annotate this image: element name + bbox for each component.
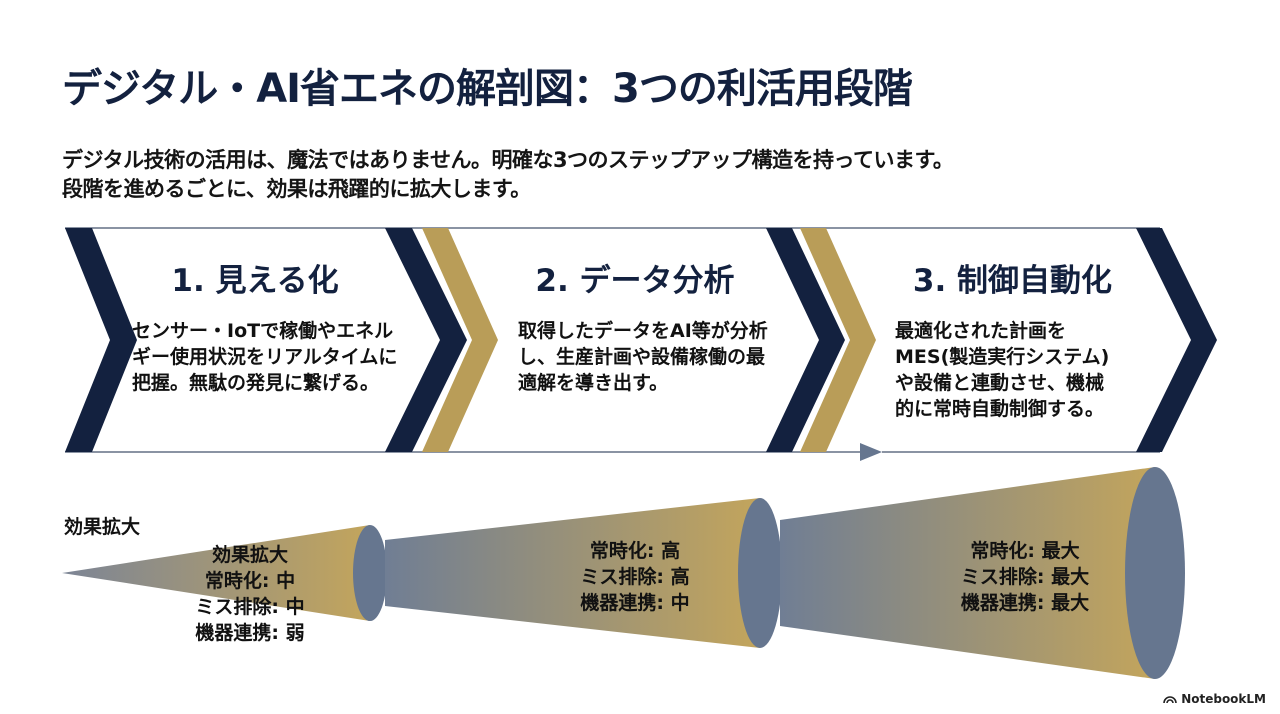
cone-3-line: 機器連携: 最大 bbox=[960, 592, 1090, 614]
cone-1-end bbox=[353, 525, 387, 621]
cone-2-line: ミス排除: 高 bbox=[580, 566, 690, 588]
chevron-1-left-band bbox=[65, 228, 137, 452]
cone-3-label: 常時化: 最大 ミス排除: 最大 機器連携: 最大 bbox=[935, 538, 1115, 616]
cone-1 bbox=[62, 525, 370, 621]
arrow-head-icon bbox=[860, 443, 882, 461]
step-3-title: 3. 制御自動化 bbox=[912, 263, 1113, 299]
chevron-3-right-band bbox=[1136, 228, 1217, 452]
step-2-body: 取得したデータをAI等が分析し、生産計画や設備稼働の最適解を導き出す。 bbox=[518, 320, 768, 394]
cone-1-line: 機器連携: 弱 bbox=[195, 622, 305, 644]
cone-1-label: 効果拡大 常時化: 中 ミス排除: 中 機器連携: 弱 bbox=[170, 542, 330, 646]
step-2-title: 2. データ分析 bbox=[535, 263, 735, 299]
cone-1-line: 効果拡大 bbox=[211, 544, 288, 566]
notebooklm-logo-icon bbox=[1163, 696, 1177, 704]
cone-3-line: ミス排除: 最大 bbox=[960, 566, 1090, 588]
chevron-2-left-band bbox=[422, 228, 498, 452]
brand-watermark: NotebookLM bbox=[1163, 692, 1266, 706]
cone-1-line: 常時化: 中 bbox=[204, 570, 296, 592]
cone-2-label: 常時化: 高 ミス排除: 高 機器連携: 中 bbox=[555, 538, 715, 616]
chevron-1-right-band bbox=[385, 228, 467, 452]
effect-axis-label: 効果拡大 bbox=[64, 516, 141, 538]
cone-3-line: 常時化: 最大 bbox=[970, 540, 1080, 562]
step-1-title: 1. 見える化 bbox=[171, 263, 339, 299]
page-title: デジタル・AI省エネの解剖図：3つの利活用段階 bbox=[62, 66, 913, 112]
cone-3 bbox=[780, 467, 1155, 679]
cone-2 bbox=[385, 498, 760, 648]
subtitle-line-2: 段階を進めるごとに、効果は飛躍的に拡大します。 bbox=[62, 177, 531, 201]
chevron-3-left-band bbox=[800, 228, 876, 452]
chevron-2-right-band bbox=[766, 228, 845, 452]
cone-3-end bbox=[1125, 467, 1185, 679]
cone-2-line: 常時化: 高 bbox=[589, 540, 681, 562]
step-1-body: センサー・IoTで稼働やエネルギー使用状況をリアルタイムに把握。無駄の発見に繋げ… bbox=[132, 320, 398, 394]
subtitle-line-1: デジタル技術の活用は、魔法ではありません。明確な3つのステップアップ構造を持って… bbox=[62, 148, 954, 172]
cone-1-line: ミス排除: 中 bbox=[195, 596, 305, 618]
brand-name: NotebookLM bbox=[1181, 692, 1266, 706]
step-3-body: 最適化された計画をMES(製造実行システム)や設備と連動させ、機械的に常時自動制… bbox=[895, 320, 1110, 420]
cone-2-line: 機器連携: 中 bbox=[580, 592, 690, 614]
cone-2-end bbox=[738, 498, 782, 648]
